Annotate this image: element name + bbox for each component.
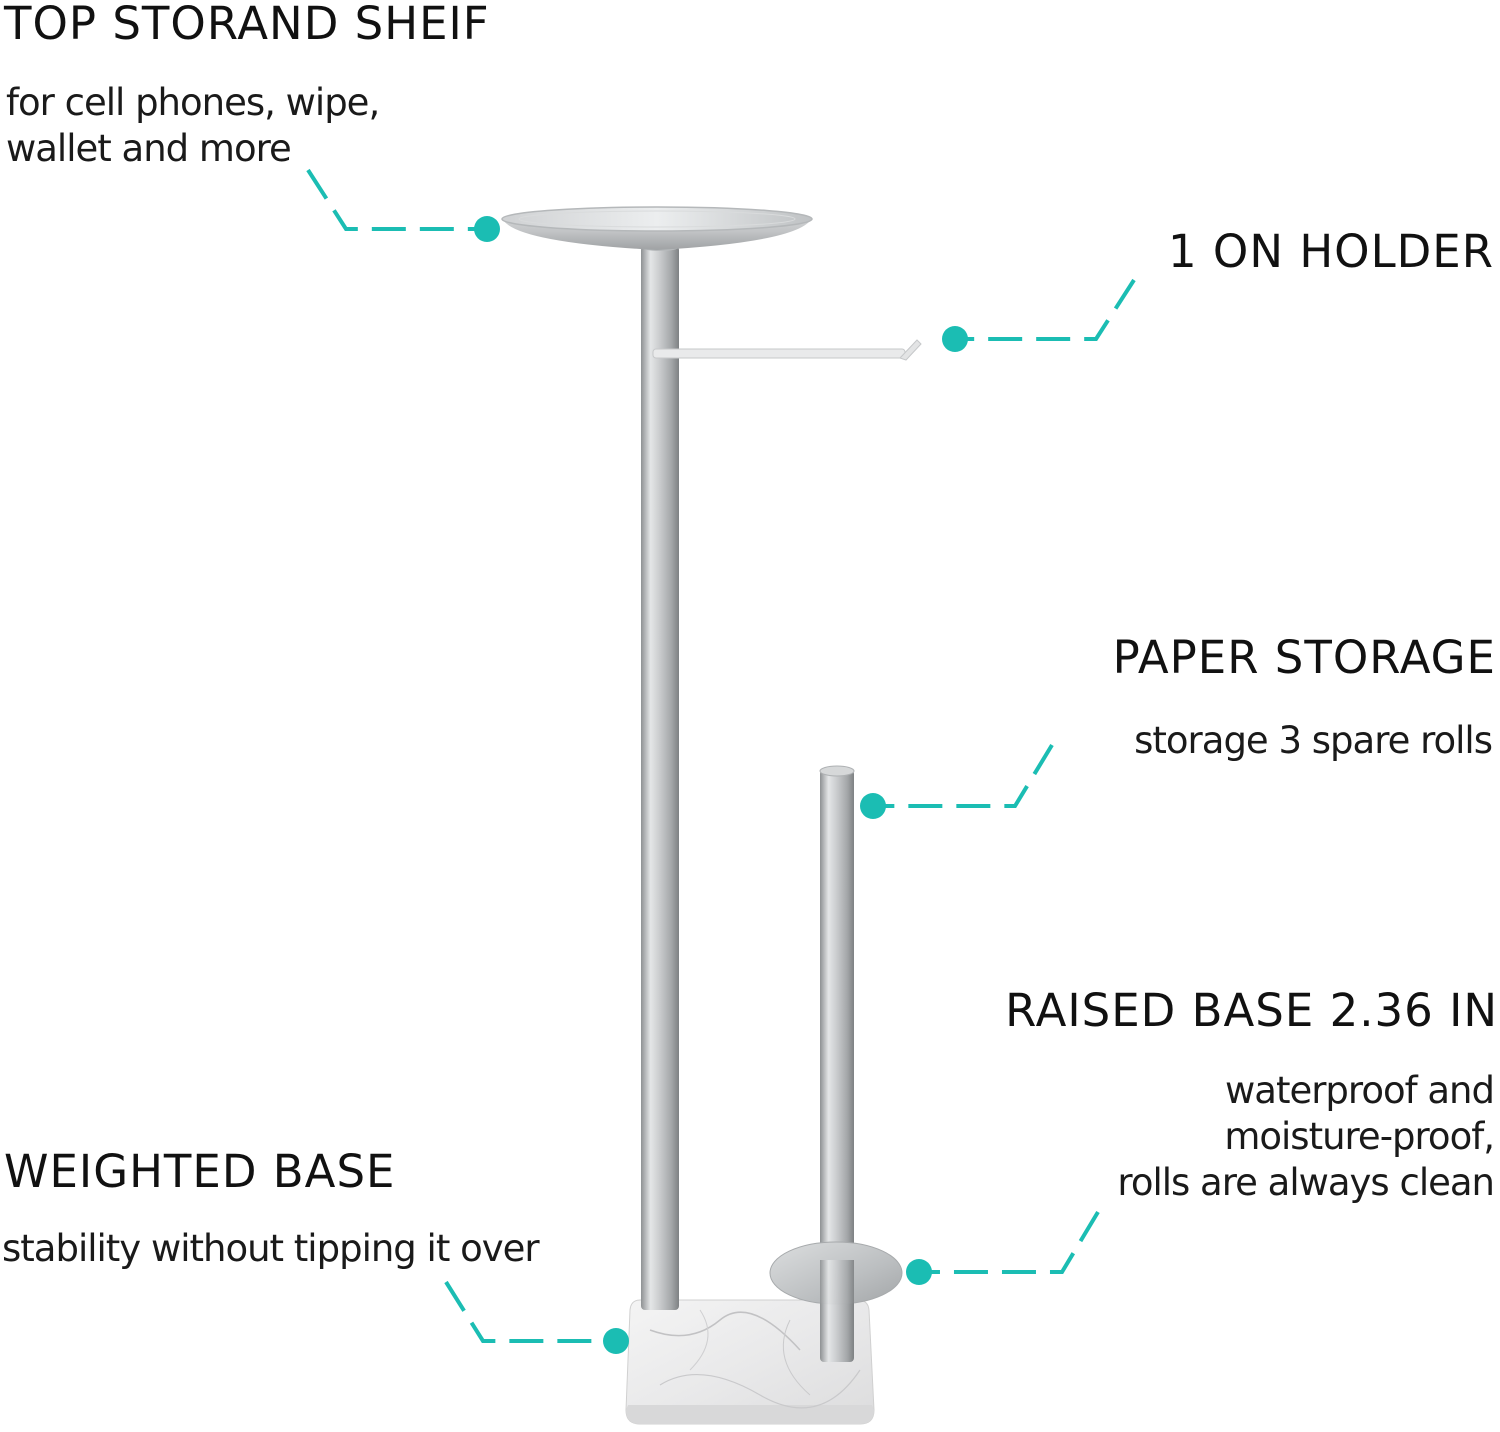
raised-base-title: RAISED BASE 2.36 IN [1005, 984, 1498, 1037]
top-shelf-description: for cell phones, wipe, wallet and more [6, 80, 380, 172]
raised-base-line: waterproof and [1225, 1069, 1495, 1112]
raised-base-line: moisture-proof, [1224, 1115, 1495, 1158]
connector-line [919, 1210, 1100, 1274]
paper-storage-line: storage 3 spare rolls [1134, 719, 1493, 762]
connector-line [873, 743, 1054, 808]
connector-line [444, 1280, 616, 1343]
holder-connector [942, 278, 1136, 352]
raised-base-disc [769, 1241, 903, 1306]
raised-base-connector [906, 1210, 1100, 1285]
main-pole [641, 246, 679, 1310]
top-shelf-line: for cell phones, wipe, [6, 81, 380, 124]
top-shelf-line: wallet and more [6, 127, 292, 170]
connector-dot [906, 1259, 932, 1285]
raised-base-line: rolls are always clean [1117, 1161, 1495, 1204]
paper-storage-title: PAPER STORAGE [1112, 631, 1496, 684]
paper-storage-description: storage 3 spare rolls [1134, 718, 1493, 764]
connector-line [306, 168, 487, 231]
connector-dot [474, 216, 500, 242]
connector-dot [942, 326, 968, 352]
connector-line [955, 278, 1136, 341]
paper-storage-connector [860, 743, 1054, 819]
callout-connectors [306, 168, 1136, 1354]
top-shelf-title: TOP STORAND SHEIF [4, 0, 490, 50]
holder-title: 1 ON HOLDER [1168, 225, 1494, 278]
raised-base-description: waterproof and moisture-proof, rolls are… [1117, 1068, 1495, 1206]
weighted-base-title: WEIGHTED BASE [4, 1145, 396, 1198]
weighted-base-description: stability without tipping it over [2, 1226, 540, 1272]
connector-dot [860, 793, 886, 819]
weighted-base-connector [444, 1280, 629, 1354]
paper-arm [652, 339, 922, 361]
top-shelf-connector [306, 168, 500, 242]
storage-pole [820, 770, 854, 1362]
weighted-base-line: stability without tipping it over [2, 1227, 540, 1270]
top-shelf-tray [501, 206, 813, 250]
connector-dot [603, 1328, 629, 1354]
marble-base [625, 1299, 875, 1425]
